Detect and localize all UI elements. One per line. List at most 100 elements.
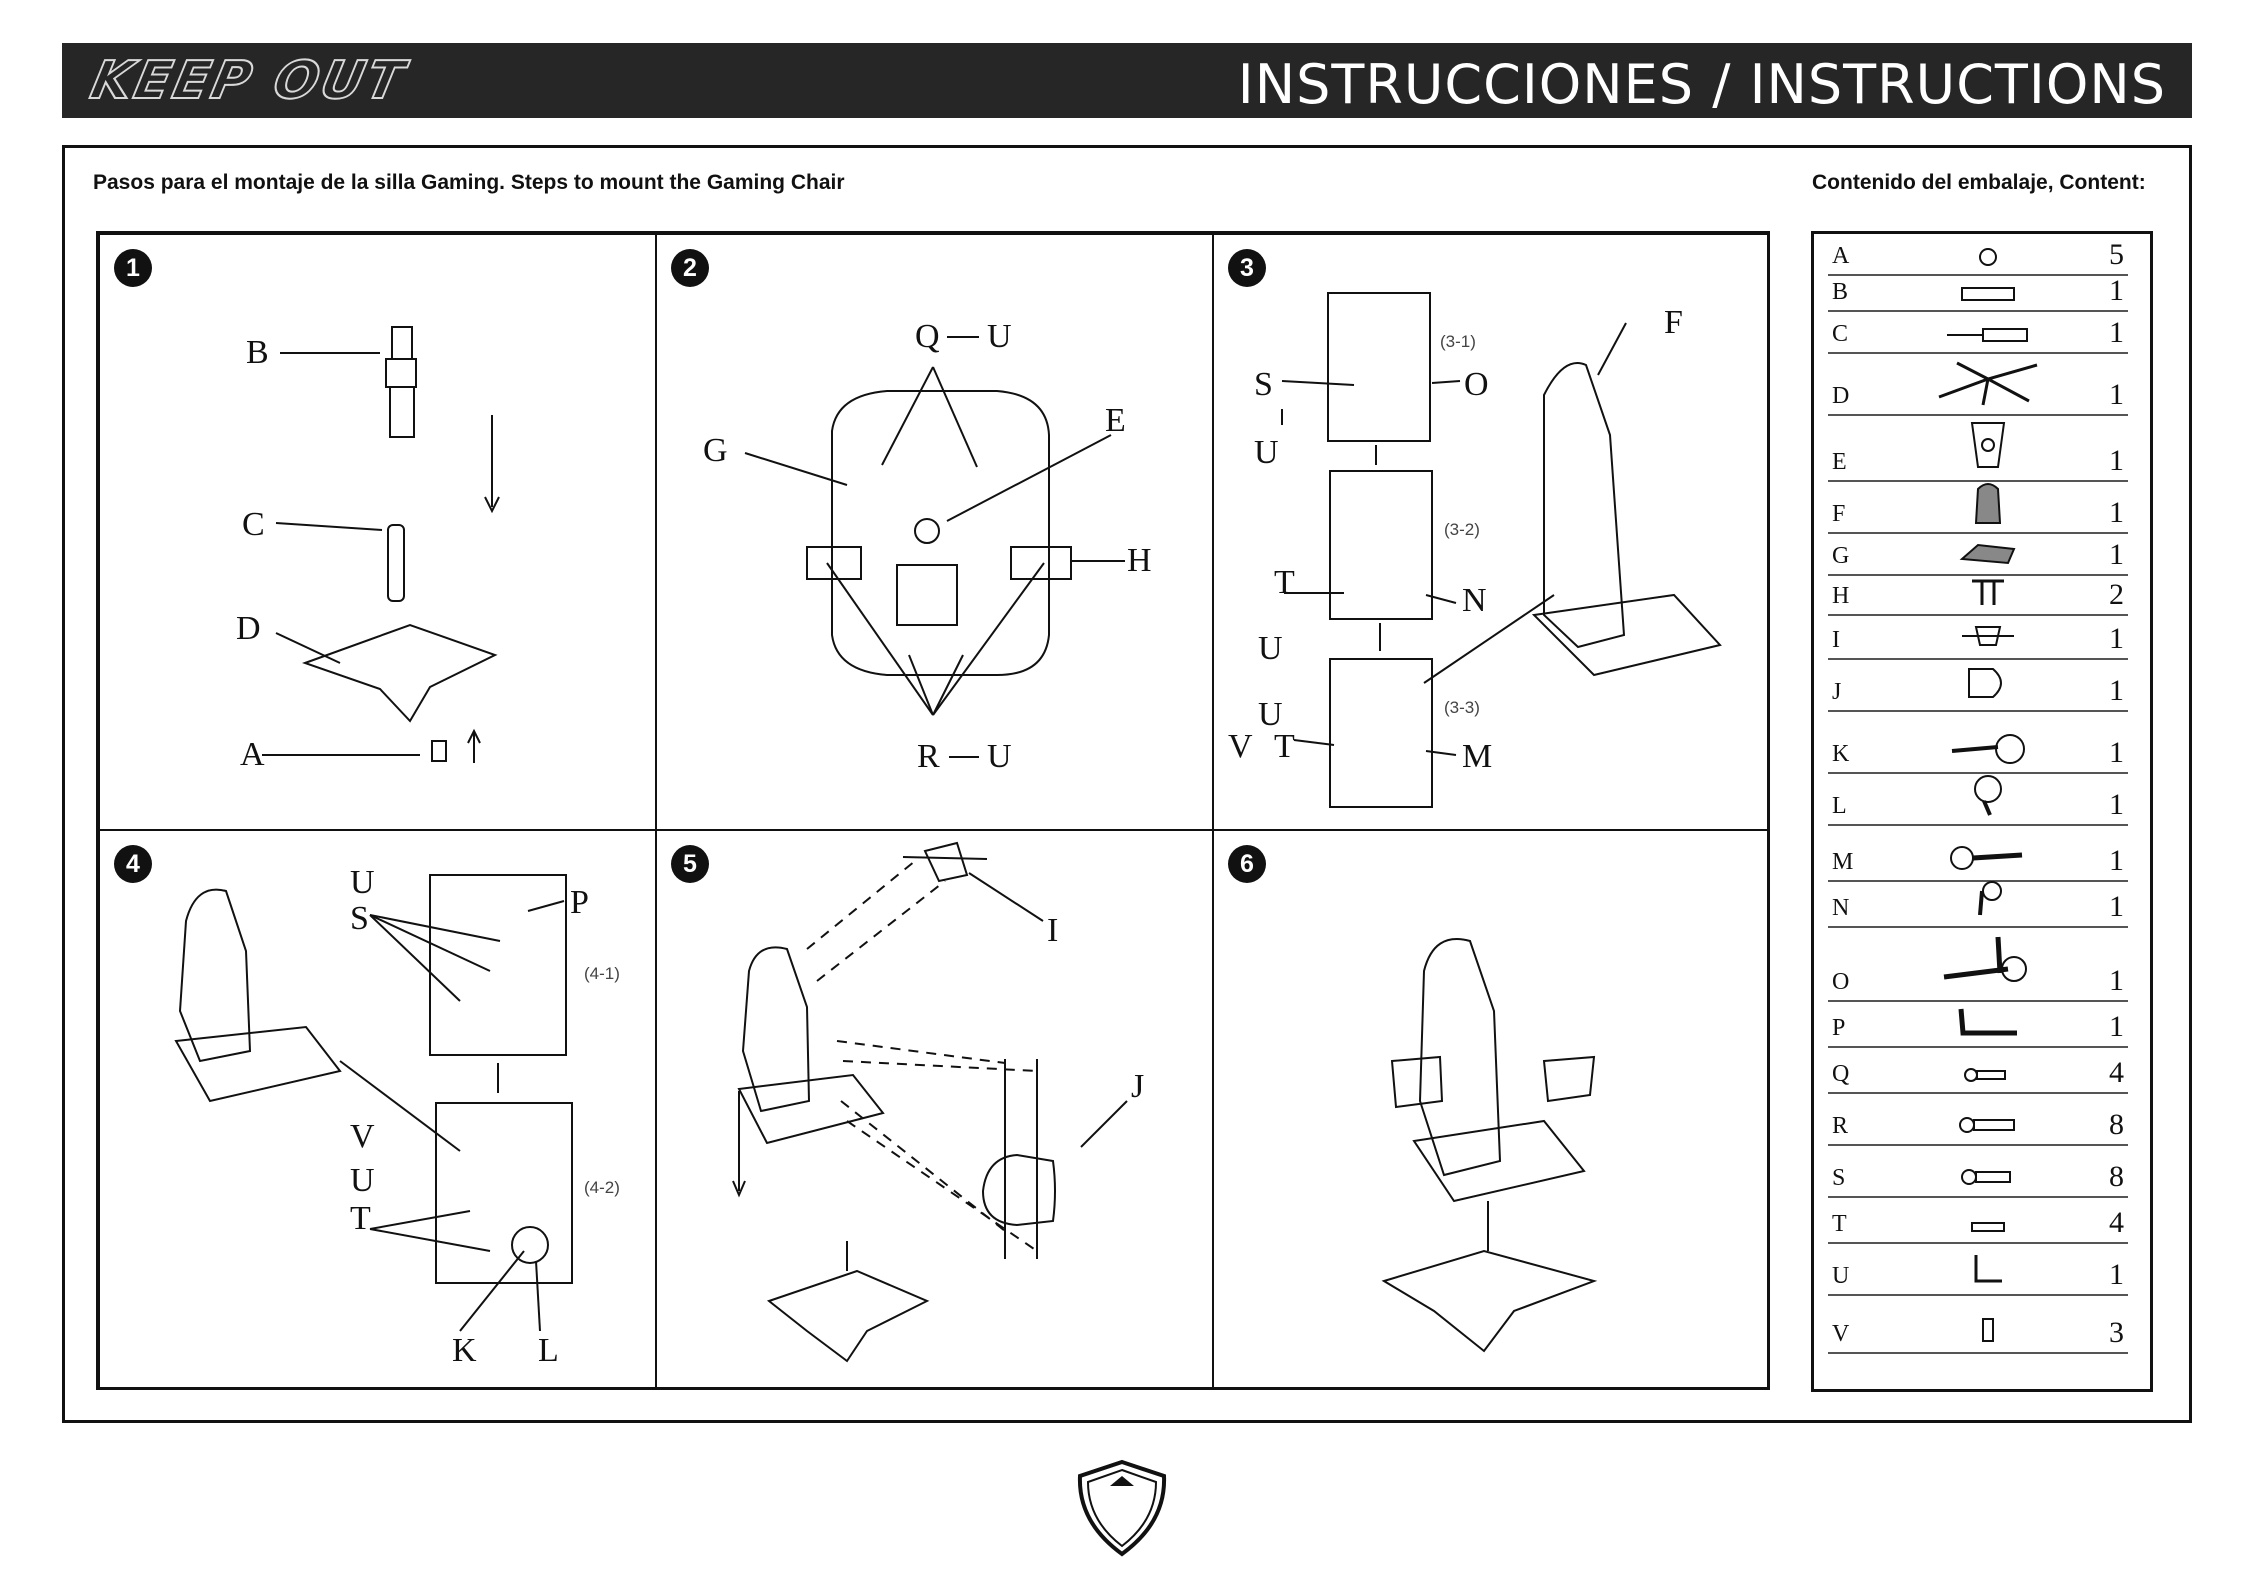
brand-logo: KEEP OUT <box>85 50 413 112</box>
step-5-illustration: I J <box>732 841 1144 1363</box>
part-letter: I <box>1832 627 1840 653</box>
parts-list: A 5 B 1 C 1 D 1 E 1 F 1 G 1 H 2 I 1 <box>1811 231 2153 1392</box>
label-O: O <box>1464 366 1489 403</box>
part-qty: 1 <box>2109 378 2124 411</box>
part-qty: 1 <box>2109 538 2124 571</box>
label-C: C <box>242 506 265 543</box>
part-letter: M <box>1832 849 1854 875</box>
part-qty: 1 <box>2109 736 2124 769</box>
screw-medium-icon <box>1928 1165 2048 1194</box>
left-cover-icon <box>1928 731 2048 770</box>
part-qty: 4 <box>2109 1056 2124 1089</box>
part-row-L: L 1 <box>1828 774 2128 826</box>
content-heading: Contenido del embalaje, Content: <box>1812 171 2146 194</box>
part-row-T: T 4 <box>1828 1198 2128 1244</box>
part-qty: 8 <box>2109 1108 2124 1141</box>
label-A: A <box>240 736 265 773</box>
part-letter: D <box>1832 383 1850 409</box>
tilt-mechanism-icon <box>1928 417 2048 478</box>
label-T: T <box>350 1200 371 1237</box>
label-P: P <box>570 884 589 921</box>
label-T-2: T <box>1274 728 1295 765</box>
part-letter: C <box>1832 321 1849 347</box>
label-3-3: (3-3) <box>1444 698 1480 717</box>
armrest-icon <box>1928 575 2048 612</box>
step-panel-2: 2 Q U E G <box>656 234 1213 830</box>
part-letter: S <box>1832 1165 1846 1191</box>
part-qty: 2 <box>2109 578 2124 611</box>
part-row-G: G 1 <box>1828 534 2128 576</box>
content-frame <box>62 145 2192 1423</box>
step-panel-1: 1 B C D A <box>99 234 656 830</box>
label-N: N <box>1462 582 1487 619</box>
bracket-plate-icon <box>1928 1003 2048 1044</box>
caster-wheel-icon <box>1928 243 2048 272</box>
step-2-illustration: Q U E G H R U <box>703 318 1152 775</box>
label-3-2: (3-2) <box>1444 520 1480 539</box>
spare-screw-icon <box>1928 1315 2048 1350</box>
part-letter: U <box>1832 1263 1850 1289</box>
part-qty: 1 <box>2109 788 2124 821</box>
label-U-2: U <box>1258 630 1283 667</box>
part-row-D: D 1 <box>1828 354 2128 416</box>
part-row-M: M 1 <box>1828 828 2128 882</box>
label-J: J <box>1131 1068 1144 1105</box>
part-qty: 1 <box>2109 274 2124 307</box>
part-qty: 8 <box>2109 1160 2124 1193</box>
part-row-Q: Q 4 <box>1828 1048 2128 1094</box>
part-letter: J <box>1832 679 1842 705</box>
head-pillow-icon <box>1928 621 2048 656</box>
step-number: 1 <box>114 249 152 287</box>
part-row-B: B 1 <box>1828 274 2128 312</box>
step-6-illustration <box>1381 938 1598 1353</box>
label-3-1: (3-1) <box>1440 332 1476 351</box>
part-qty: 3 <box>2109 1316 2124 1349</box>
part-letter: V <box>1832 1321 1850 1347</box>
part-letter: N <box>1832 895 1850 921</box>
screw-small-icon <box>1928 1219 2048 1240</box>
part-row-V: V 3 <box>1828 1296 2128 1354</box>
part-row-A: A 5 <box>1828 238 2128 276</box>
part-row-U: U 1 <box>1828 1244 2128 1296</box>
label-M: M <box>1462 738 1492 775</box>
step-panel-4: 4 U S P (4-1) V <box>99 830 656 1390</box>
label-U-2: U <box>350 1162 375 1199</box>
part-row-P: P 1 <box>1828 1002 2128 1048</box>
label-U-3: U <box>1258 696 1283 733</box>
recline-bracket-icon <box>1928 929 2048 998</box>
label-U-bottom: U <box>987 738 1012 775</box>
part-letter: B <box>1832 279 1849 305</box>
label-E: E <box>1105 402 1126 439</box>
label-R: R <box>917 738 940 775</box>
part-letter: K <box>1832 741 1850 767</box>
label-D: D <box>236 610 261 647</box>
part-qty: 1 <box>2109 622 2124 655</box>
label-I: I <box>1047 912 1058 949</box>
star-base-icon <box>1928 357 2048 412</box>
left-bracket-icon <box>1928 843 2048 878</box>
part-letter: F <box>1832 501 1846 527</box>
label-U-top: U <box>987 318 1012 355</box>
part-qty: 1 <box>2109 674 2124 707</box>
label-F: F <box>1664 304 1683 341</box>
part-row-E: E 1 <box>1828 416 2128 482</box>
step-number: 5 <box>671 845 709 883</box>
gas-lift-icon <box>1928 325 2048 350</box>
label-4-1: (4-1) <box>584 964 620 983</box>
part-qty: 1 <box>2109 890 2124 923</box>
header-bar: KEEP OUT INSTRUCCIONES / INSTRUCTIONS <box>62 43 2192 118</box>
part-row-N: N 1 <box>1828 881 2128 928</box>
label-G: G <box>703 432 728 469</box>
part-letter: H <box>1832 583 1850 609</box>
step-panel-6: 6 <box>1213 830 1770 1390</box>
part-qty: 1 <box>2109 964 2124 997</box>
label-K: K <box>452 1332 477 1369</box>
label-B: B <box>246 334 269 371</box>
step-4-illustration: U S P (4-1) V U T (4-2) K L <box>174 864 620 1369</box>
step-number: 2 <box>671 249 709 287</box>
part-qty: 1 <box>2109 1258 2124 1291</box>
step-panel-5: 5 <box>656 830 1213 1390</box>
part-letter: T <box>1832 1211 1847 1237</box>
part-qty: 1 <box>2109 496 2124 529</box>
steps-heading: Pasos para el montaje de la silla Gaming… <box>93 171 845 194</box>
